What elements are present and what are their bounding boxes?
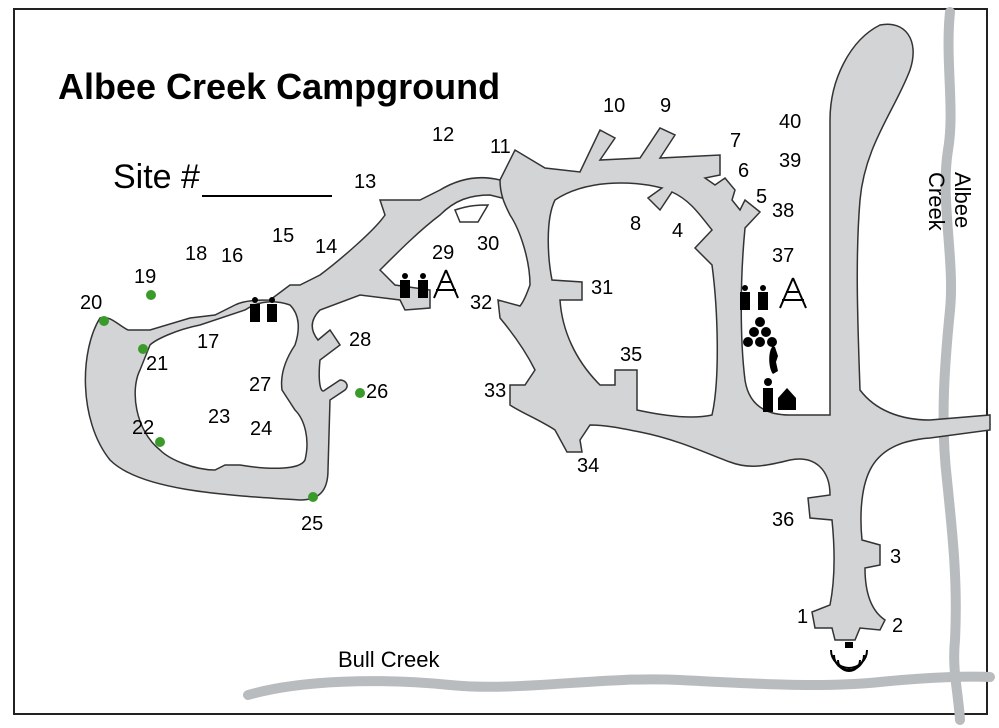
accessible-site-21 [138, 344, 148, 354]
site-number: 18 [185, 243, 208, 265]
accessible-site-26 [355, 388, 365, 398]
central-loop [497, 23, 991, 641]
campground-map [13, 8, 988, 715]
site-number: 23 [208, 406, 231, 428]
accessible-site-20 [99, 316, 109, 326]
firewood-icon [743, 317, 777, 347]
site-number: 37 [772, 245, 795, 267]
site-number: 9 [660, 95, 672, 117]
accessible-site-25 [308, 492, 318, 502]
site-number: 27 [249, 374, 272, 396]
west-loop [84, 176, 542, 501]
site-number-field: Site # [113, 158, 332, 197]
accessible-markers [99, 290, 365, 502]
site-number: 26 [366, 381, 389, 403]
site-number: 4 [672, 220, 684, 242]
site-number: 19 [134, 266, 157, 288]
site-number: 20 [80, 292, 103, 314]
site-number: 16 [221, 245, 244, 267]
picnic-shelter-icon [779, 277, 807, 309]
entrance-sign-icon [830, 642, 868, 672]
site-number: 3 [890, 546, 902, 568]
site-number: 6 [738, 160, 750, 182]
site-number: 24 [250, 418, 273, 440]
site-number: 30 [477, 233, 500, 255]
site-number: 29 [432, 242, 455, 264]
site-number: 7 [730, 130, 742, 152]
restroom-icon [250, 297, 277, 322]
bull-creek [243, 671, 995, 700]
site-number: 39 [779, 150, 802, 172]
picnic-shelter-icon [433, 269, 459, 299]
site-number: 15 [272, 225, 295, 247]
bull-creek-label: Bull Creek [338, 647, 440, 672]
site-number: 11 [490, 136, 511, 158]
site-number: 22 [132, 417, 155, 439]
roads [84, 23, 991, 641]
site-label: Site # [113, 158, 200, 196]
site-number: 25 [301, 513, 324, 535]
phone-icon [769, 346, 778, 374]
site-number: 12 [432, 124, 455, 146]
site-number: 32 [470, 292, 493, 314]
restroom-icon [740, 285, 768, 310]
site-number: 40 [779, 111, 802, 133]
site-number: 5 [756, 186, 768, 208]
site-number: 21 [146, 353, 169, 375]
albee-creek-label: Albee Creek [924, 172, 975, 231]
site-number: 10 [603, 95, 626, 117]
site-number: 8 [630, 213, 642, 235]
site-number: 38 [772, 200, 795, 222]
site-blank-line [201, 163, 332, 197]
restroom-icon [400, 273, 428, 298]
campground-host-icon [763, 378, 796, 412]
site-number: 31 [591, 277, 614, 299]
site-number: 35 [620, 344, 643, 366]
map-title: Albee Creek Campground [58, 66, 501, 107]
albee-creek [938, 7, 965, 725]
accessible-site-19 [146, 290, 156, 300]
site-number: 1 [797, 606, 809, 628]
site-number: 28 [349, 329, 372, 351]
site-number: 34 [577, 455, 600, 477]
site-number: 14 [315, 236, 338, 258]
accessible-site-22 [155, 437, 165, 447]
site-number: 17 [197, 331, 220, 353]
site-number: 36 [772, 509, 795, 531]
site-number: 13 [354, 171, 377, 193]
site-number: 33 [484, 380, 507, 402]
site-number: 2 [892, 615, 904, 637]
